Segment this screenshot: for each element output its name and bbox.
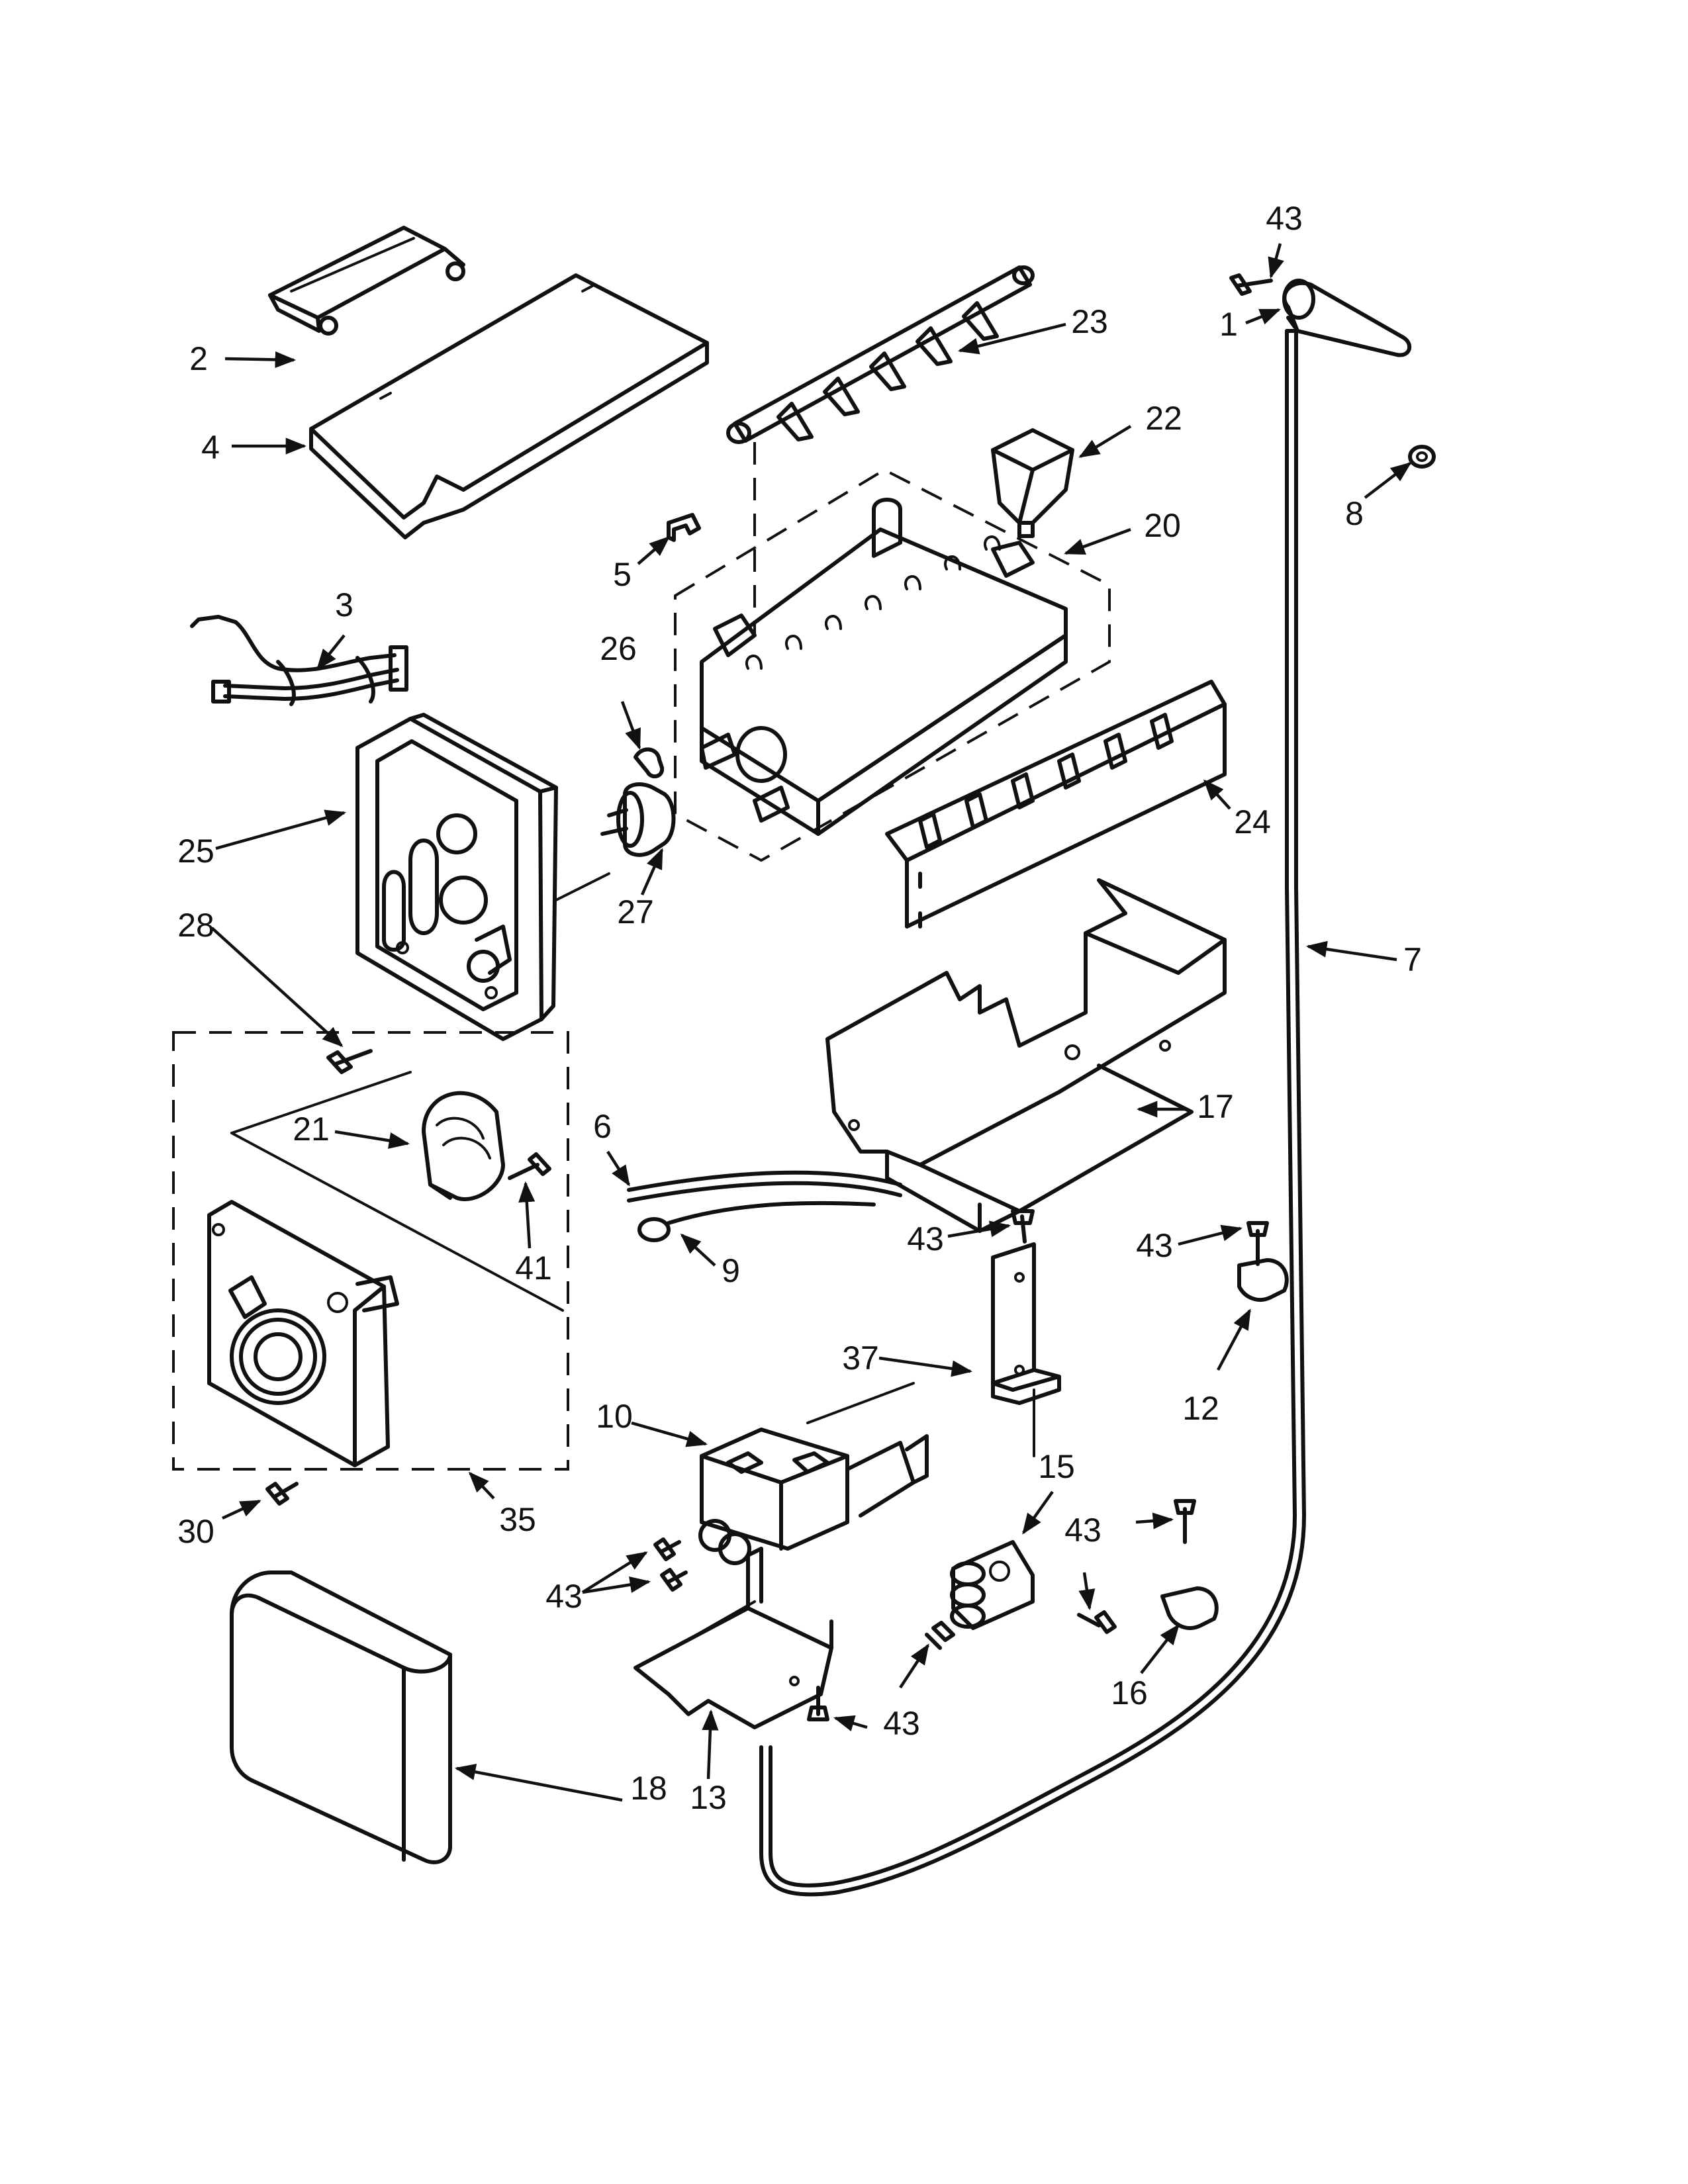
callout-label[interactable]: 10 (596, 1398, 633, 1435)
part-clamp-16 (1160, 1586, 1219, 1630)
part-tube-clamp-15 (950, 1540, 1035, 1630)
part-retainer-clip (633, 747, 665, 779)
callout-label[interactable]: 20 (1144, 507, 1181, 544)
screw-15-shape (1077, 1610, 1117, 1634)
part-grommet (1408, 445, 1436, 469)
callout-label[interactable]: 43 (883, 1705, 920, 1742)
part-stripper (885, 680, 1227, 929)
part-ejector (726, 265, 1035, 635)
part-valve-bracket (991, 1242, 1061, 1457)
screws-valve-shape (653, 1537, 688, 1592)
screw-top-shape (1229, 273, 1273, 296)
callout-label[interactable]: 21 (293, 1111, 330, 1148)
mold-assembly-outline (674, 468, 1111, 862)
callout-label[interactable]: 23 (1071, 303, 1108, 340)
part-wire-harness (190, 615, 408, 706)
part-fill-cup (1282, 279, 1412, 357)
callout-label[interactable]: 25 (177, 833, 214, 870)
callout-label[interactable]: 30 (177, 1513, 214, 1550)
part-tube-9 (637, 1201, 876, 1242)
part-water-valve (698, 1382, 929, 1565)
callout-label[interactable]: 5 (613, 556, 632, 593)
callout-label[interactable]: 15 (1038, 1448, 1075, 1485)
callout-label[interactable]: 24 (1234, 803, 1271, 841)
callout-label[interactable]: 12 (1182, 1390, 1219, 1427)
callout-label[interactable]: 4 (201, 429, 220, 466)
callout-label[interactable]: 3 (335, 586, 353, 623)
callout-label[interactable]: 22 (1145, 400, 1182, 437)
callout-label[interactable]: 2 (189, 340, 208, 377)
part-mounting-bracket (825, 878, 1227, 1233)
screw-13-shape (807, 1621, 955, 1721)
part-ice-bin-bracket (268, 226, 465, 336)
callout-label[interactable]: 43 (1266, 200, 1303, 237)
part-valve-shield (633, 1547, 833, 1729)
callout-label[interactable]: 18 (630, 1770, 667, 1807)
screw-16-shape (1174, 1499, 1196, 1544)
callout-label[interactable]: 16 (1111, 1674, 1148, 1711)
callout-label[interactable]: 7 (1403, 941, 1422, 978)
module-assembly-outline (172, 1031, 569, 1471)
callout-arrows (211, 243, 1412, 1802)
part-module-cover (230, 1570, 452, 1864)
part-control-housing (355, 713, 610, 1041)
part-clip (667, 513, 701, 542)
callout-label[interactable]: 9 (722, 1252, 740, 1289)
screw-37-shape (1011, 1209, 1035, 1244)
part-ice-mold (700, 498, 1068, 836)
callout-label[interactable]: 6 (593, 1108, 612, 1145)
callout-label[interactable]: 35 (499, 1501, 536, 1538)
callout-label[interactable]: 1 (1219, 306, 1238, 343)
callout-label[interactable]: 43 (1136, 1227, 1173, 1264)
callout-label[interactable]: 8 (1345, 495, 1364, 532)
callout-label[interactable]: 37 (842, 1340, 879, 1377)
part-module-plate (207, 1200, 399, 1467)
callout-labels: 43 1 2 23 4 22 8 20 5 3 26 25 24 27 28 7… (177, 200, 1422, 1816)
part-thermostat (600, 782, 676, 857)
screw-12-shape (1246, 1221, 1269, 1266)
callout-label[interactable]: 27 (617, 893, 654, 931)
screw-30-shape (265, 1482, 299, 1506)
screw-41-shape (508, 1152, 551, 1180)
callout-label[interactable]: 17 (1197, 1088, 1234, 1125)
callout-label[interactable]: 43 (907, 1220, 944, 1257)
part-tube-6 (627, 1170, 902, 1203)
callout-label[interactable]: 26 (600, 630, 637, 667)
part-bin-cover (309, 273, 709, 539)
part-funnel (991, 428, 1074, 538)
callout-label[interactable]: 43 (1064, 1512, 1102, 1549)
part-clamp-12 (1237, 1258, 1289, 1302)
part-water-tube (759, 329, 1306, 1897)
part-motor (422, 1091, 505, 1201)
callout-label[interactable]: 13 (690, 1779, 727, 1816)
callout-label[interactable]: 41 (515, 1250, 552, 1287)
callout-label[interactable]: 43 (545, 1578, 583, 1615)
screw-28-shape (326, 1049, 373, 1074)
callout-label[interactable]: 28 (177, 907, 214, 944)
